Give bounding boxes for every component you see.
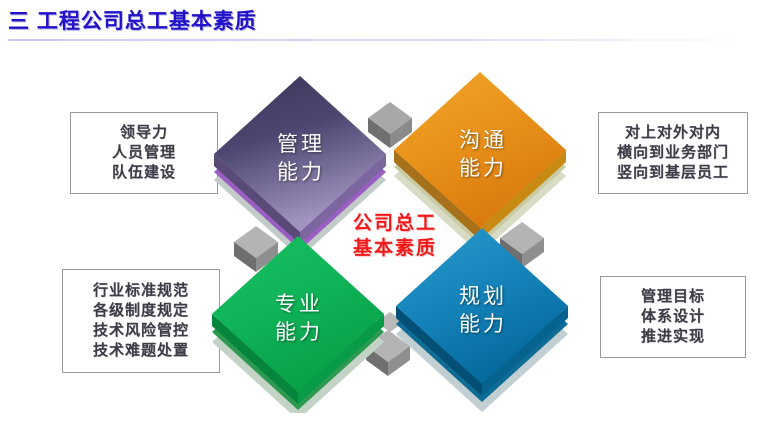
professional-callout: 行业标准规范 各级制度规定 技术风险管控 技术难题处置	[62, 269, 220, 373]
callout-line: 人员管理	[111, 145, 176, 161]
callout-line: 管理目标	[640, 289, 705, 305]
callout-line: 队伍建设	[111, 165, 176, 181]
block-management[interactable]	[214, 76, 386, 258]
center-label: 公司总工 基本素质	[340, 198, 450, 274]
callout-line: 领导力	[119, 125, 168, 141]
callout-line: 对上对外对内	[624, 125, 721, 141]
center-label-line: 基本素质	[352, 238, 437, 259]
block-planning[interactable]	[396, 228, 568, 412]
callout-line: 技术风险管控	[92, 323, 189, 339]
callout-line: 行业标准规范	[92, 283, 189, 299]
communication-callout: 对上对外对内 横向到业务部门 竖向到基层员工	[598, 112, 748, 194]
leadership-callout: 领导力 人员管理 队伍建设	[70, 112, 218, 194]
connector-top-center	[368, 102, 412, 148]
callout-line: 技术难题处置	[92, 343, 189, 359]
block-professional[interactable]	[212, 236, 384, 413]
connector-left	[234, 226, 278, 272]
center-label-line: 公司总工	[352, 213, 437, 234]
diagram-canvas	[212, 72, 568, 413]
callout-line: 推进实现	[640, 329, 705, 345]
pinwheel-diagram: 管理 能力 沟通 能力 专业 能力 规划 能力 公司总工 基本素质	[200, 58, 580, 413]
callout-line: 竖向到基层员工	[616, 165, 729, 181]
slide-header: 三 工程公司总工基本素质	[8, 8, 752, 41]
planning-callout: 管理目标 体系设计 推进实现	[600, 276, 746, 358]
callout-line: 体系设计	[640, 309, 705, 325]
block-communication[interactable]	[394, 72, 566, 254]
callout-line: 横向到业务部门	[616, 145, 729, 161]
page-title: 三 工程公司总工基本素质	[8, 10, 257, 33]
title-underline	[8, 39, 752, 41]
callout-line: 各级制度规定	[92, 303, 189, 319]
